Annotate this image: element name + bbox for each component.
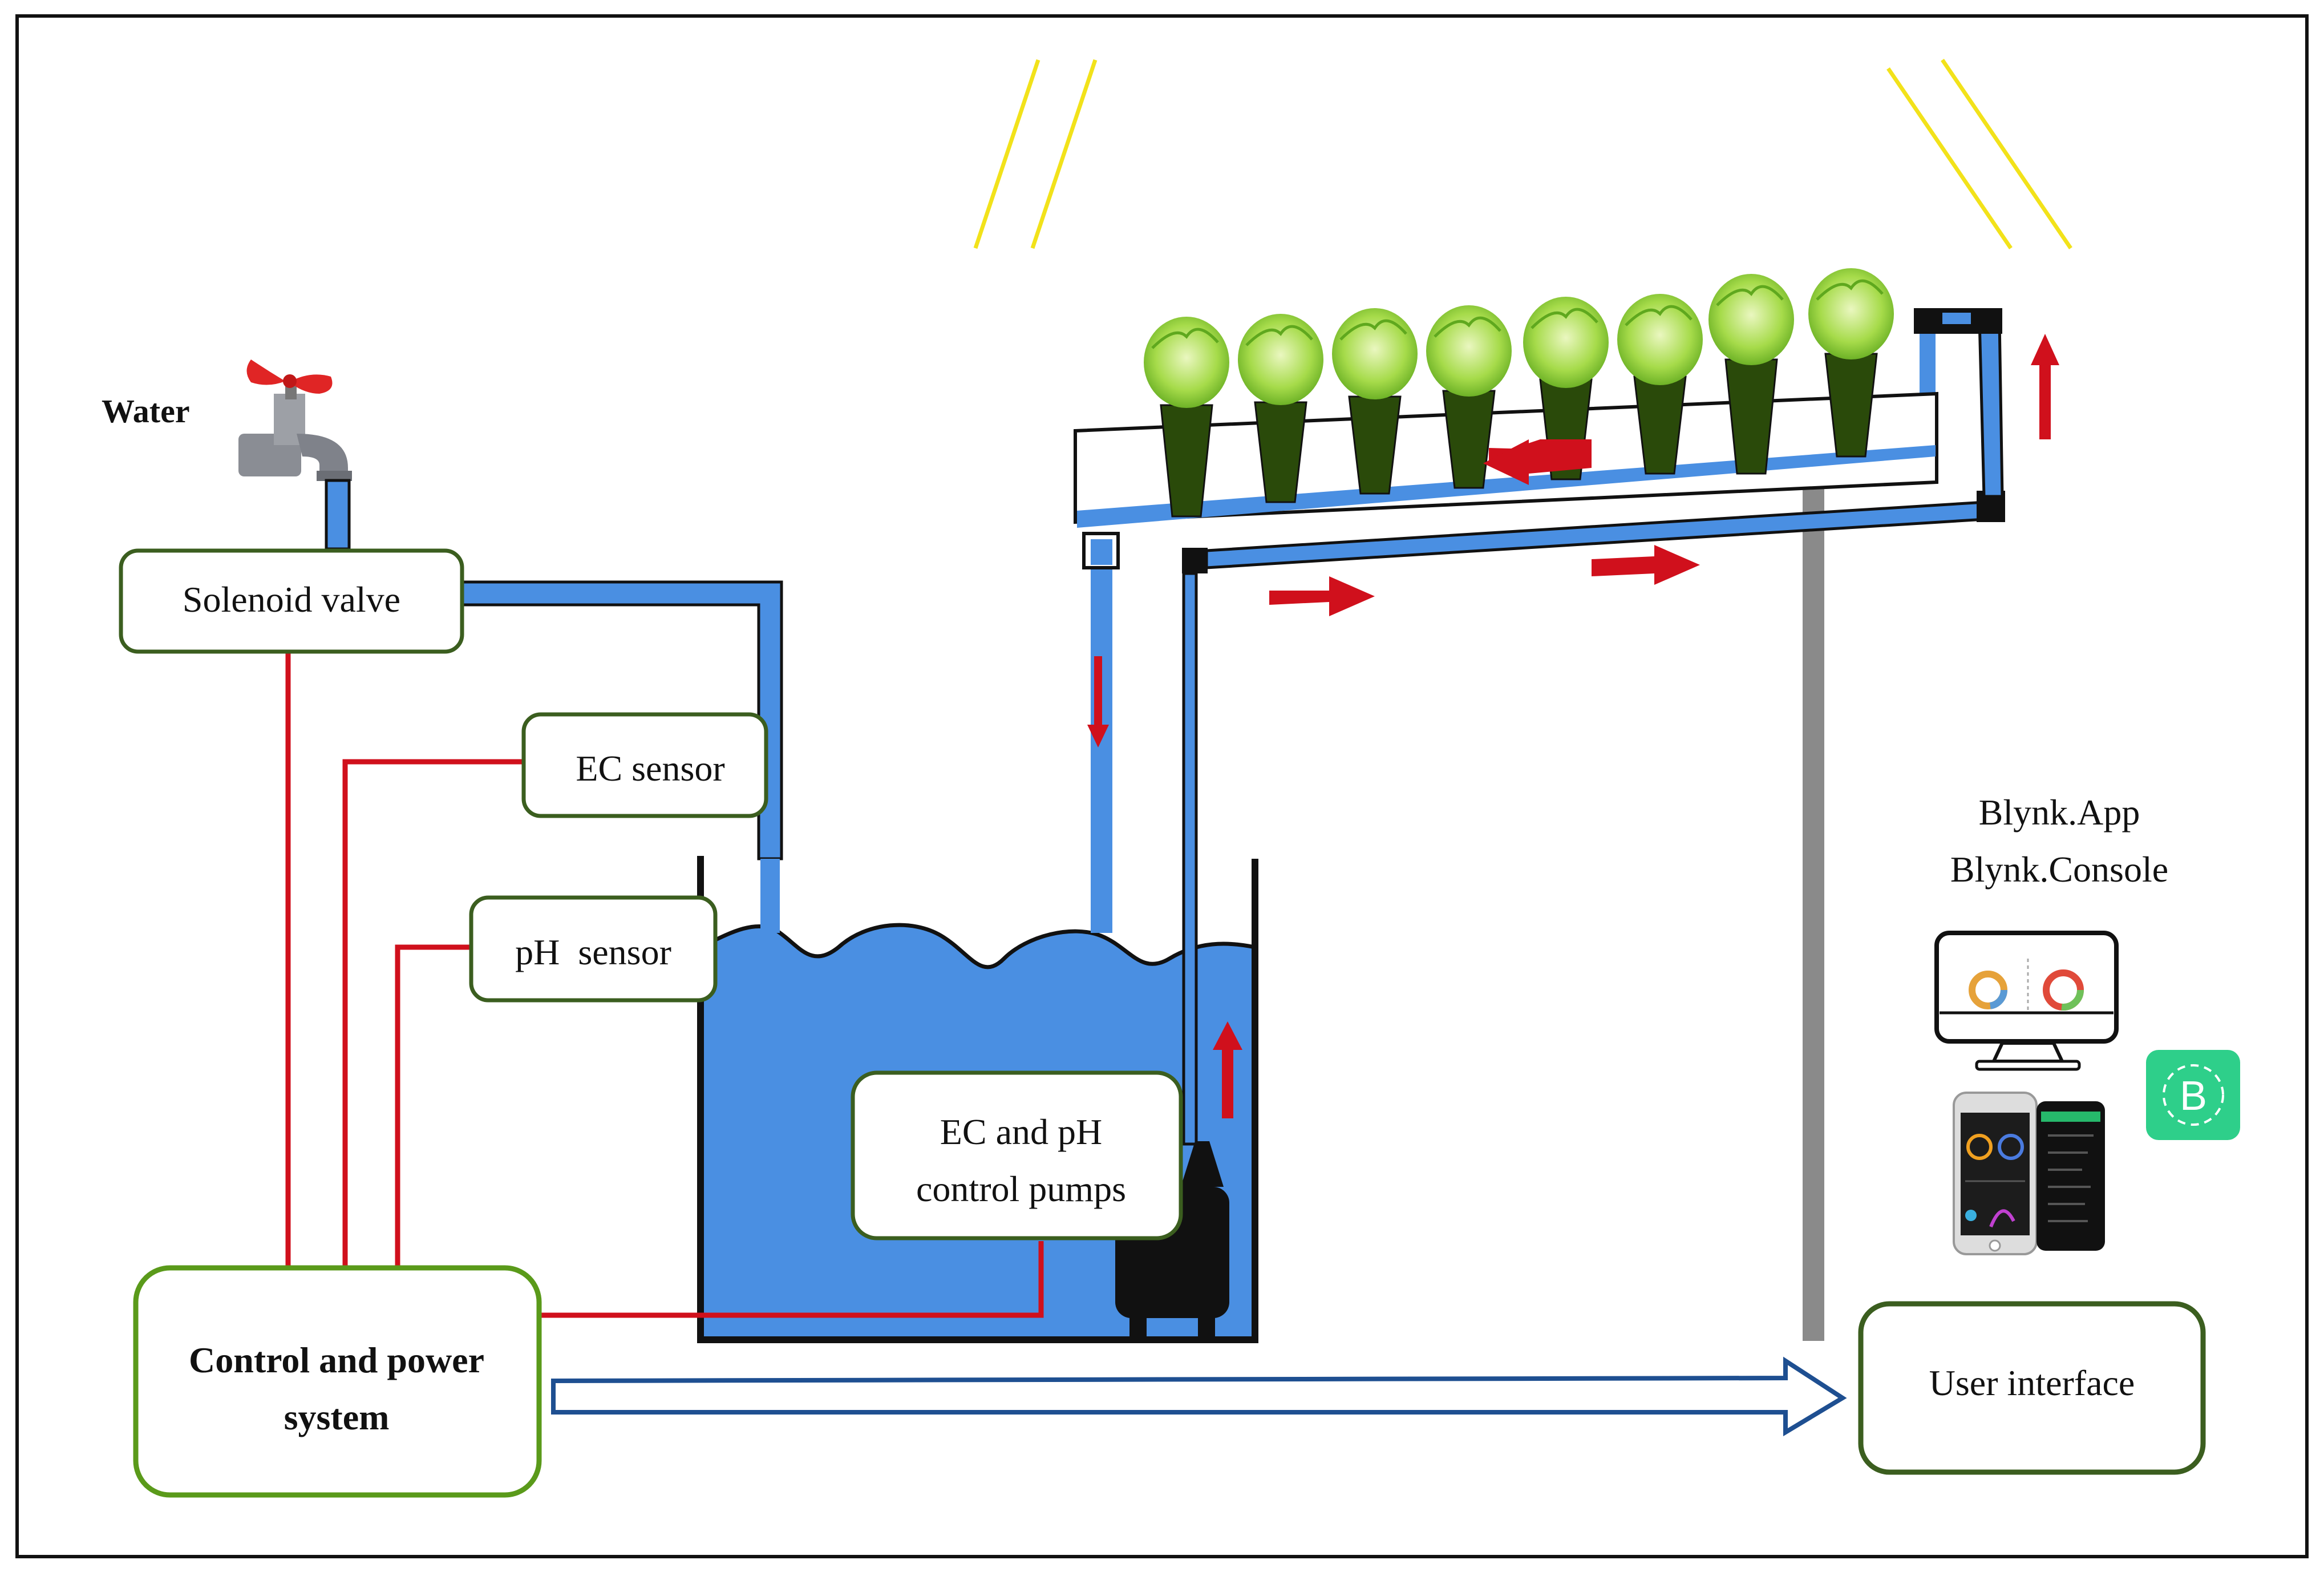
pump-riser-pipe <box>1182 572 1198 1146</box>
flow-arrows <box>1087 334 2059 1118</box>
control-pumps-label-line2: control pumps <box>916 1169 1126 1209</box>
supply-elbow-top-inner <box>1942 313 1971 324</box>
faucet-icon <box>238 359 352 481</box>
lettuce-plant <box>1332 308 1418 495</box>
flow-arrow-up-tank <box>1213 1021 1242 1118</box>
support-pole <box>1803 474 1824 1341</box>
flow-arrow-right-2 <box>1592 545 1700 585</box>
water-surface-line <box>699 923 1256 969</box>
ph-sensor-box <box>469 895 718 1003</box>
sun-rays <box>973 59 2072 249</box>
lettuce-plant <box>1144 317 1229 518</box>
blynk-console-label: Blynk.Console <box>1950 849 2168 890</box>
nft-gutter-water <box>1077 445 1936 528</box>
control-power-box <box>133 1265 542 1498</box>
pipe-return-to-tank <box>1091 562 1112 933</box>
flow-arrow-gutter <box>1483 439 1592 485</box>
water-label: Water <box>102 393 190 430</box>
flow-arrow-right-1 <box>1269 576 1375 616</box>
ec-sensor-label: EC sensor <box>576 748 724 789</box>
control-wires <box>285 652 1044 1318</box>
lettuce-row <box>1144 268 1894 518</box>
tank-walls <box>697 856 1258 1343</box>
riser-elbow <box>1182 548 1208 573</box>
ph-sensor-label: pH sensor <box>515 932 671 972</box>
lettuce-plant <box>1238 314 1323 503</box>
lettuce-plant <box>1426 305 1512 489</box>
solenoid-valve-box <box>119 548 464 654</box>
monitor-icon <box>1934 931 2119 1071</box>
lettuce-plant <box>1617 294 1703 475</box>
blynk-app-label: Blynk.App <box>1979 792 2140 833</box>
lettuce-plant <box>1808 268 1894 458</box>
data-link-arrow <box>551 1356 1847 1437</box>
wire-pumps <box>539 1241 1044 1318</box>
user-interface-label: User interface <box>1929 1363 2135 1403</box>
blynk-logo-icon: B <box>2146 1050 2240 1140</box>
control-power-label-line2: system <box>284 1397 390 1437</box>
flow-arrow-up-right <box>2031 334 2059 439</box>
pipe-supply-vertical <box>1978 318 2004 498</box>
lettuce-plant <box>1708 274 1794 475</box>
smartphone-icon-secondary <box>2036 1101 2105 1251</box>
pipe-faucet-to-valve <box>325 479 351 551</box>
figure-frame <box>15 14 2309 1558</box>
control-pumps-box <box>851 1070 1183 1240</box>
smartphone-icon <box>1953 1092 2038 1255</box>
flow-arrow-down <box>1087 656 1109 747</box>
pipe-valve-to-tank-inlet <box>760 859 780 933</box>
blynk-logo-letter: B <box>2180 1073 2207 1119</box>
pipe-return-joint-fill <box>1091 539 1112 565</box>
wire-ec-sensor <box>342 759 524 1267</box>
wire-ph-sensor <box>395 944 471 1267</box>
ec-sensor-box <box>521 712 768 818</box>
control-pumps-label-line1: EC and pH <box>940 1112 1102 1152</box>
solenoid-valve-label: Solenoid valve <box>183 579 400 620</box>
user-interface-box <box>1858 1301 2206 1475</box>
control-power-label-line1: Control and power <box>189 1340 484 1380</box>
